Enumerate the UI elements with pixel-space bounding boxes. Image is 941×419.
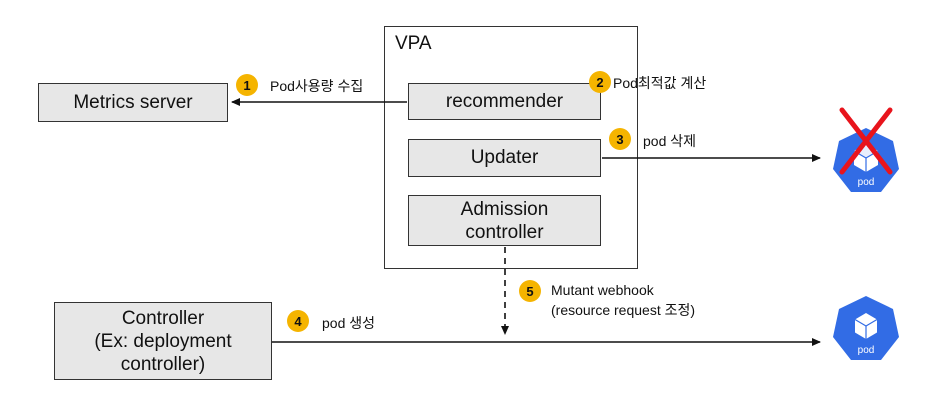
pod-created-label: pod [858, 345, 875, 356]
updater-box: Updater [408, 139, 601, 177]
step-3-label: pod 삭제 [643, 133, 697, 149]
step-5-label-line1: Mutant webhook [551, 282, 654, 298]
step-3-badge: 3 [609, 128, 631, 150]
pod-icon-created: pod [833, 296, 899, 360]
metrics-server-label: Metrics server [73, 91, 193, 113]
step-5-badge: 5 [519, 280, 541, 302]
controller-box: Controller (Ex: deployment controller) [54, 302, 272, 380]
pod-deleted-label: pod [858, 177, 875, 188]
step-2-label: Pod최적값 계산 [613, 75, 707, 91]
admission-controller-box: Admission controller [408, 195, 601, 246]
recommender-box: recommender [408, 83, 601, 120]
step-4-label: pod 생성 [322, 315, 376, 331]
vpa-title: VPA [395, 33, 432, 54]
red-cross-icon [839, 107, 893, 175]
metrics-server-box: Metrics server [38, 83, 228, 122]
step-2-badge: 2 [589, 71, 611, 93]
recommender-label: recommender [445, 90, 564, 112]
admission-line2: controller [465, 221, 544, 243]
controller-line3: controller) [120, 353, 206, 375]
step-4-badge: 4 [287, 310, 309, 332]
step-5-label-line2: (resource request 조정) [551, 302, 696, 318]
step-1-label: Pod사용량 수집 [270, 78, 364, 94]
updater-label: Updater [470, 147, 539, 168]
controller-line1: Controller [121, 307, 205, 329]
controller-line2: (Ex: deployment [94, 330, 232, 352]
admission-line1: Admission [460, 198, 549, 220]
step-1-badge: 1 [236, 74, 258, 96]
